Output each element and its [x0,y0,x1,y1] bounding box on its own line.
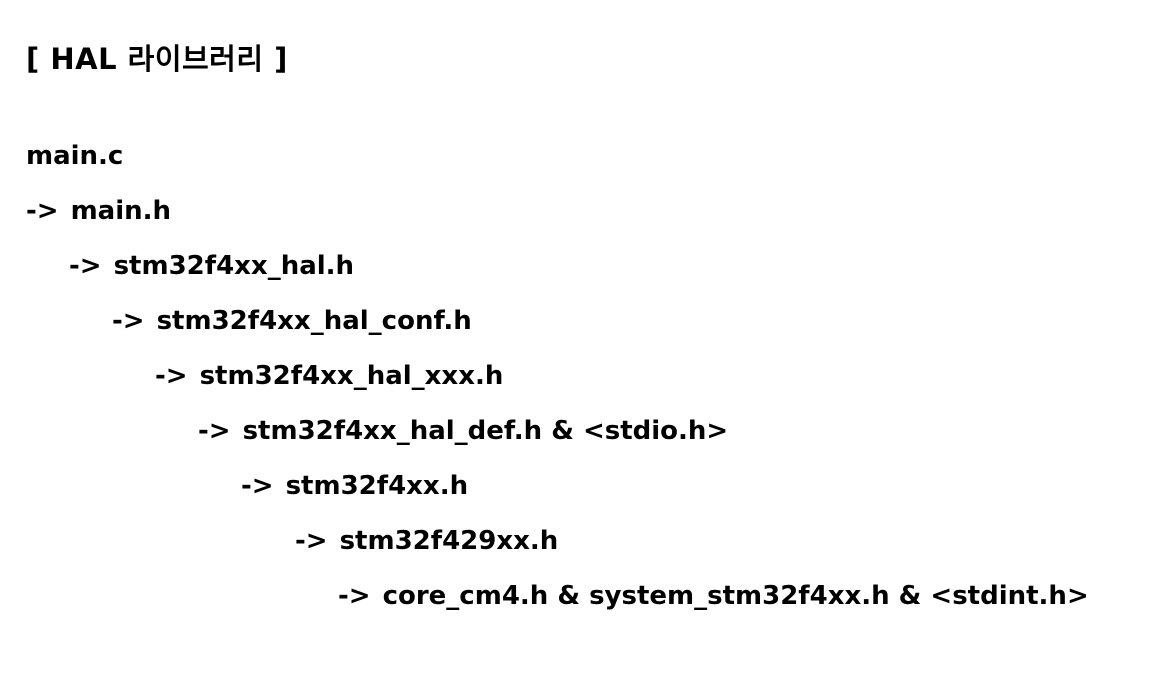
file-name: stm32f4xx_hal.h [113,251,355,281]
include-line-main-c: main.c [26,140,123,172]
page-title: [ HAL 라이브러리 ] [26,42,288,76]
include-line-hal-def-h: -> stm32f4xx_hal_def.h & <stdio.h> [198,415,728,447]
include-line-hal-conf-h: -> stm32f4xx_hal_conf.h [112,305,472,337]
arrow-glyph: -> [241,471,274,501]
include-line-main-h: -> main.h [26,195,171,227]
arrow-glyph: -> [112,306,145,336]
file-name: stm32f4xx_hal_xxx.h [199,361,504,391]
include-line-hal-h: -> stm32f4xx_hal.h [69,250,354,282]
file-name: main.h [70,196,172,226]
file-name: stm32f4xx_hal_conf.h [156,306,472,336]
include-line-stm32f429xx-h: -> stm32f429xx.h [295,525,558,557]
file-name: stm32f4xx_hal_def.h & <stdio.h> [242,416,729,446]
arrow-glyph: -> [26,196,59,226]
file-name: core_cm4.h & system_stm32f4xx.h & <stdin… [382,581,1089,611]
arrow-glyph: -> [338,581,371,611]
file-name: stm32f429xx.h [339,526,559,556]
arrow-glyph: -> [155,361,188,391]
file-name: stm32f4xx.h [285,471,469,501]
include-line-hal-xxx-h: -> stm32f4xx_hal_xxx.h [155,360,503,392]
file-name: main.c [26,141,124,171]
arrow-glyph: -> [198,416,231,446]
include-line-core-cm4-h: -> core_cm4.h & system_stm32f4xx.h & <std… [338,580,1089,612]
include-line-stm32f4xx-h: -> stm32f4xx.h [241,470,468,502]
arrow-glyph: -> [295,526,328,556]
arrow-glyph: -> [69,251,102,281]
